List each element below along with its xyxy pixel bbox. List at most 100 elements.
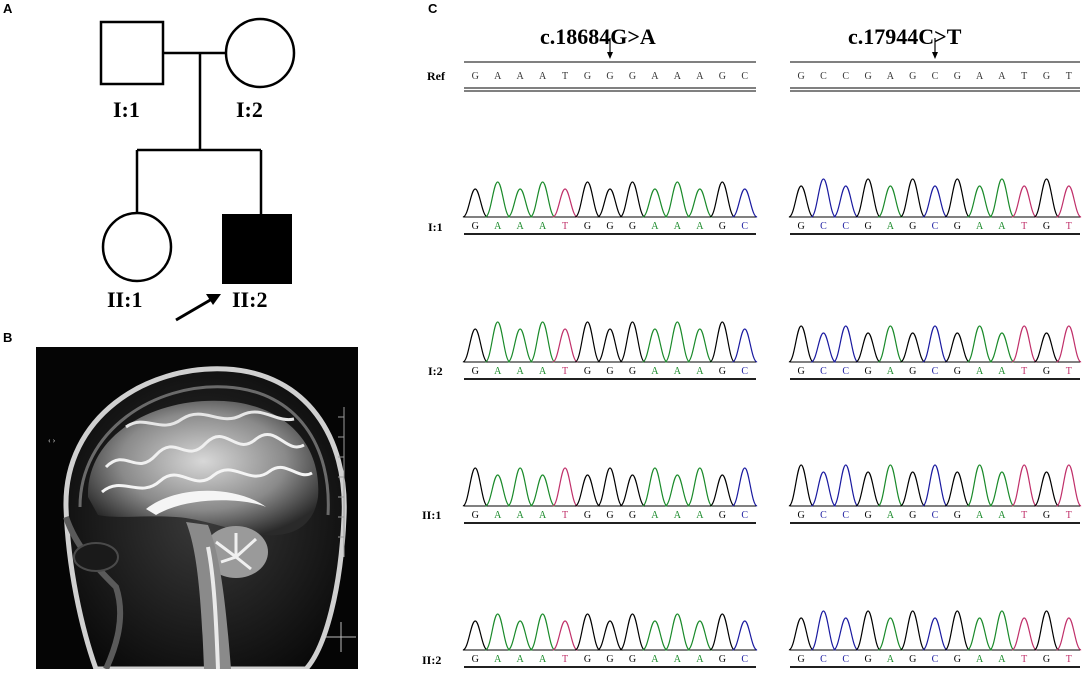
ref-base: C [820,71,827,82]
base-call: A [887,366,895,377]
trace-peak [529,613,556,651]
base-call: G [719,221,726,232]
base-call: A [517,510,525,521]
trace-peak [552,620,578,651]
trace-peak [484,613,511,651]
trace-peak [944,471,970,507]
base-call: T [562,366,568,377]
base-call: G [1043,510,1050,521]
ref-label: Ref [427,69,445,83]
trace-peak [664,321,691,363]
base-call: A [674,221,682,232]
base-call: T [562,221,568,232]
trace-peak [944,178,971,218]
base-call: A [696,221,704,232]
trace-peak [529,181,556,218]
trace-peak [686,467,713,507]
base-call: C [741,510,748,521]
ref-base: A [976,71,984,82]
trace-peak [552,188,578,218]
base-call: C [932,654,939,665]
base-call: G [606,510,613,521]
trace-peak [899,610,926,651]
ref-base: A [494,71,502,82]
trace-peak [619,474,646,507]
trace-peak [597,328,623,363]
base-call: C [842,221,849,232]
base-call: T [1021,510,1027,521]
trace-peak [989,178,1015,218]
trace-peak [485,474,511,507]
base-call: G [606,366,613,377]
base-call: G [584,654,591,665]
base-call: A [696,366,704,377]
trace-peak [642,188,668,218]
ref-base: G [798,71,805,82]
base-call: A [494,366,502,377]
base-call: A [674,510,682,521]
base-call: A [696,654,704,665]
ref-base: A [674,71,682,82]
trace-peak [944,332,970,363]
ref-base: A [517,71,525,82]
variant-title-1: c.18684G>A [540,24,656,49]
base-call: G [584,510,591,521]
trace-peak [922,617,948,651]
trace-peak [989,610,1015,651]
base-call: G [472,654,479,665]
ref-base: A [998,71,1006,82]
trace-peak [574,613,601,651]
base-call: G [909,366,916,377]
base-call: C [932,366,939,377]
trace-peak [967,185,993,218]
base-call: T [1021,221,1027,232]
trace-peak [484,181,511,218]
trace-peak [966,464,993,507]
ref-base: A [887,71,895,82]
base-call: C [741,654,748,665]
base-call: G [1043,366,1050,377]
trace-peak [1055,464,1082,507]
base-call: A [494,221,502,232]
sample-label-1: I:1 [428,220,443,234]
base-call: G [584,366,591,377]
trace-peak [855,332,881,363]
base-call: A [517,221,525,232]
trace-peak [877,464,904,507]
ref-base: G [472,71,479,82]
trace-peak [597,467,623,507]
base-call: G [629,221,636,232]
trace-peak [1011,185,1037,218]
ref-base: A [696,71,704,82]
trace-peak [989,332,1015,363]
trace-peak [709,613,736,651]
mutation-arrow-head [607,52,613,59]
trace-peak [855,471,881,507]
base-call: G [629,654,636,665]
base-call: T [562,654,568,665]
trace-peak [788,464,815,507]
trace-peak [899,178,926,218]
base-call: T [1066,654,1072,665]
trace-peak [922,464,948,507]
base-call: T [562,510,568,521]
base-call: G [909,654,916,665]
trace-peak [664,181,691,218]
base-call: G [1043,654,1050,665]
trace-peak [619,181,646,218]
trace-peak [810,332,837,363]
trace-peak [507,620,533,651]
base-call: C [741,221,748,232]
base-call: G [954,221,961,232]
base-call: G [472,510,479,521]
base-call: G [472,366,479,377]
trace-peak [642,620,668,651]
trace-peak [810,471,837,507]
sample-label-4: II:2 [422,653,442,667]
trace-peak [597,188,623,218]
trace-peak [574,474,601,507]
proband-arrow [175,297,213,322]
ref-base: T [1021,71,1027,82]
base-call: T [1066,510,1072,521]
base-call: G [1043,221,1050,232]
